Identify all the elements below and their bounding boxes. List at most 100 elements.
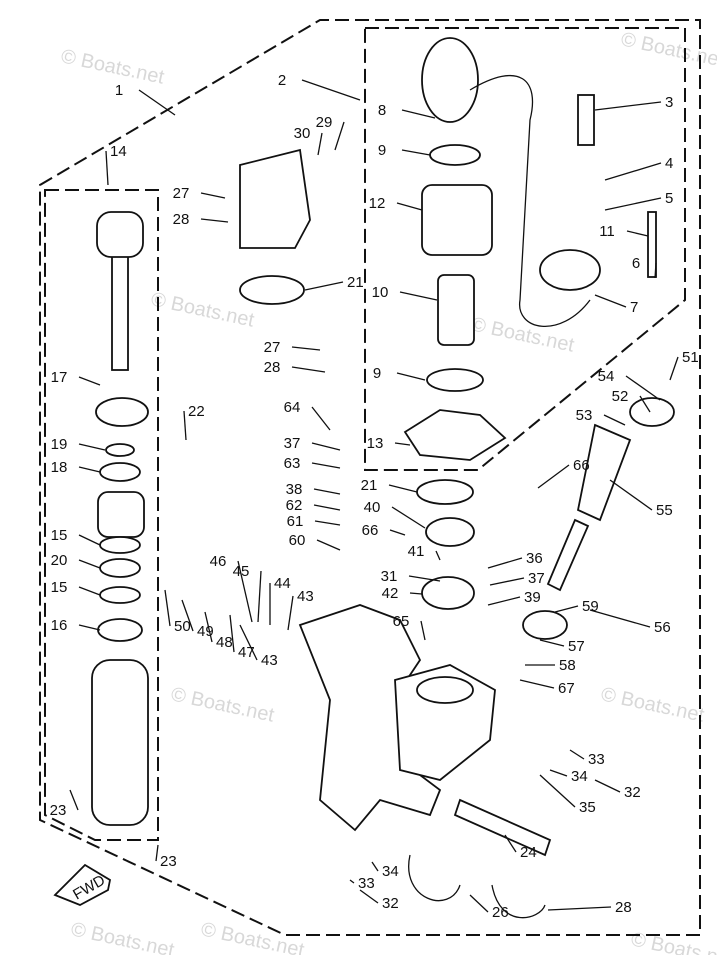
watermark-text: © Boats.net [599,683,707,726]
fwd-arrow-icon: FWD [53,863,112,906]
part-bracket-13 [403,409,507,461]
callout-65: 65 [393,613,410,630]
part-piston [97,491,145,538]
part-reservoir [239,148,311,249]
callout-23: 23 [50,802,67,819]
leader-line [391,506,426,529]
callout-64: 64 [284,399,301,416]
leader-line [409,592,423,595]
leader-line [626,230,649,237]
leader-line [504,834,517,853]
callout-36: 36 [526,550,543,567]
leader-line [399,291,438,301]
callout-26: 26 [492,904,509,921]
leader-line [594,294,627,308]
leader-line [547,906,612,911]
part-cover-7 [539,249,601,291]
callout-35: 35 [579,799,596,816]
leader-line [603,414,626,426]
leader-line [349,879,355,884]
callout-27: 27 [173,185,190,202]
callout-37: 37 [528,570,545,587]
part-pipe-56 [546,518,590,592]
callout-11: 11 [599,223,615,240]
callout-9: 9 [378,142,386,159]
callout-21: 21 [361,477,378,494]
part-ring-15b [99,586,141,604]
leader-line [181,599,194,632]
leader-line [237,560,253,623]
callout-40: 40 [364,499,381,516]
part-filter-57 [522,610,568,640]
leader-line [625,375,661,401]
part-hose-55 [576,423,632,522]
leader-line [311,462,341,469]
leader-line [371,861,379,872]
callout-10: 10 [372,284,389,301]
part-pump-42 [421,576,475,610]
callout-16: 16 [51,617,68,634]
callout-32: 32 [624,784,641,801]
leader-line [314,520,341,526]
leader-line [78,443,106,451]
leader-line [317,132,323,156]
callout-63: 63 [284,455,301,472]
part-head-17 [95,397,149,427]
assembly-boundary-1 [39,19,701,936]
callout-20: 20 [51,552,68,569]
leader-line [569,749,585,760]
leader-line [487,557,523,569]
leader-line [78,376,101,386]
part-ring-8 [421,37,479,123]
watermark-text: © Boats.net [629,928,717,955]
part-pipe-28 [491,884,546,919]
part-wire-3 [577,94,595,146]
leader-line [257,570,262,623]
callout-8: 8 [378,102,386,119]
leader-line [291,366,326,373]
callout-38: 38 [286,481,303,498]
callout-37: 37 [284,435,301,452]
callout-28: 28 [173,211,190,228]
leader-line [394,442,411,446]
leader-line [229,614,235,653]
leader-line [316,539,341,551]
callout-43: 43 [261,652,278,669]
callout-59: 59 [582,598,599,615]
callout-51: 51 [682,349,699,366]
leader-line [487,596,521,606]
leader-line [304,281,344,291]
leader-line [408,575,441,582]
leader-line [639,395,651,413]
callout-28: 28 [264,359,281,376]
leader-line [519,679,555,689]
callout-17: 17 [51,369,68,386]
callout-60: 60 [289,532,306,549]
leader-line [654,262,657,279]
part-oring-9-bottom [426,368,484,392]
leader-line [435,550,441,561]
assembly-boundary-2 [364,27,686,471]
leader-line [311,406,331,431]
callout-52: 52 [612,388,629,405]
leader-line [388,484,418,493]
leader-line [539,639,565,647]
leader-line [469,894,489,913]
leader-line [301,79,361,101]
leader-line [164,589,171,627]
callout-47: 47 [238,644,255,661]
callout-55: 55 [656,502,673,519]
callout-32: 32 [382,895,399,912]
callout-7: 7 [630,299,638,316]
leader-line [396,372,426,381]
callout-49: 49 [197,623,214,640]
callout-46: 46 [210,553,227,570]
callout-30: 30 [294,125,311,142]
callout-3: 3 [665,94,673,111]
callout-24: 24 [520,844,537,861]
part-ring-18 [99,462,141,482]
callout-21: 21 [347,274,364,291]
callout-39: 39 [524,589,541,606]
callout-6: 6 [632,255,640,272]
